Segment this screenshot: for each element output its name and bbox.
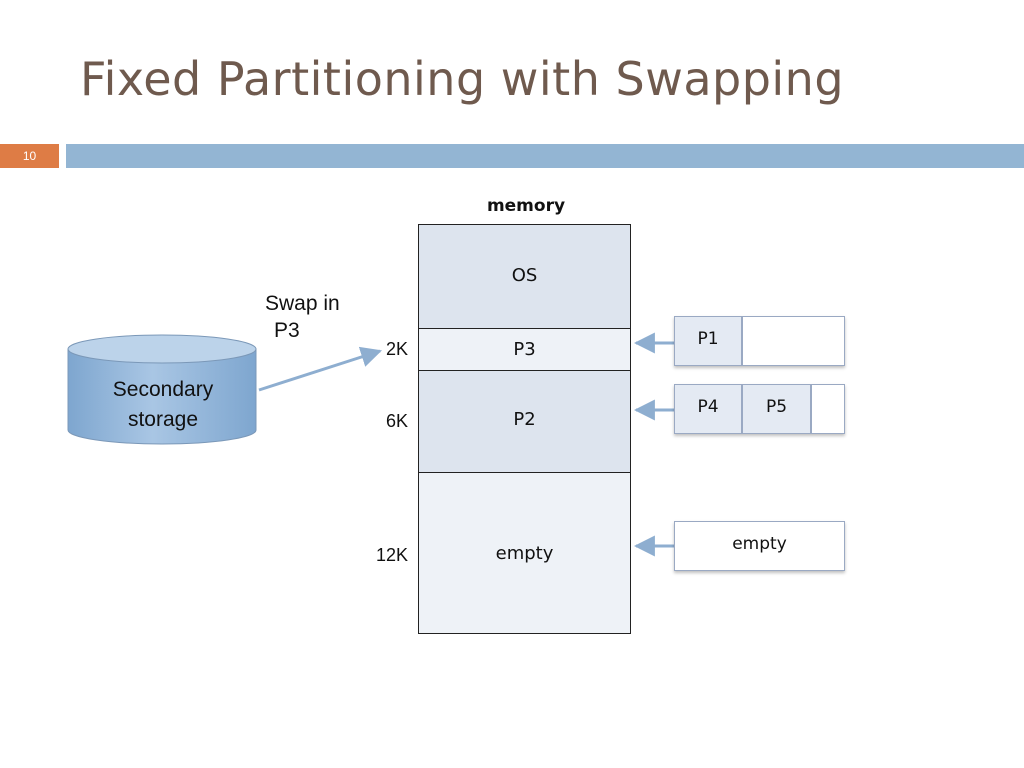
queue-p3-partition: P1: [674, 316, 845, 366]
swap-in-arrow: [258, 346, 382, 392]
secondary-storage-cylinder: [67, 334, 257, 445]
secondary-storage-label: Secondary storage: [112, 378, 214, 431]
memory-segment-os: OS: [419, 225, 630, 329]
slide-title: Fixed Partitioning with Swapping: [80, 52, 845, 106]
size-label-6k: 6K: [385, 411, 408, 431]
memory-label: memory: [486, 196, 566, 216]
slide-number: 10: [0, 144, 59, 168]
queue-cell: [742, 316, 845, 366]
title-accent-bar: [66, 144, 1024, 168]
memory-segment-p3: P3: [419, 329, 630, 371]
memory-block: OS P3 P2 empty: [418, 224, 631, 634]
size-label-12k: 12K: [375, 545, 408, 565]
queue-cell: P5: [742, 384, 811, 434]
queue-cell: empty: [674, 521, 845, 571]
memory-segment-p2: P2: [419, 371, 630, 473]
queue-cell: [811, 384, 845, 434]
queue-empty-partition: empty: [674, 521, 845, 571]
queue-p2-partition: P4 P5: [674, 384, 845, 434]
queue-cell: P1: [674, 316, 742, 366]
queue-cell: P4: [674, 384, 742, 434]
size-label-2k: 2K: [385, 339, 408, 359]
swap-in-label: Swap in P3: [265, 292, 340, 342]
memory-segment-empty: empty: [419, 473, 630, 633]
